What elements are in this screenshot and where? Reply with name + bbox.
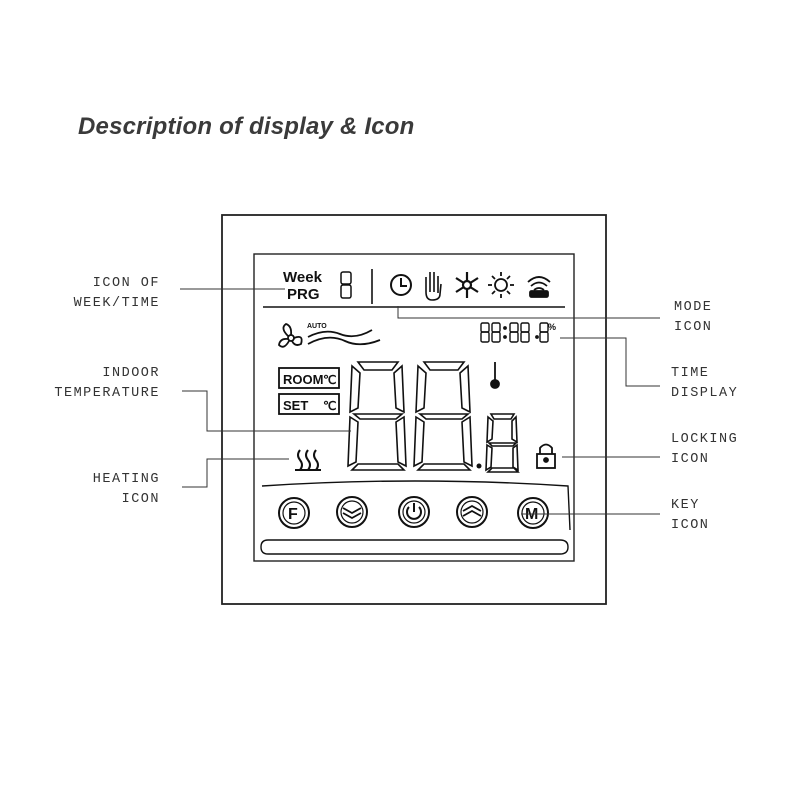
callout-key: KEY ICON xyxy=(671,496,709,536)
hand-icon xyxy=(425,272,442,301)
thermometer-icon xyxy=(490,362,500,389)
m-key[interactable]: M xyxy=(517,497,549,529)
up-key[interactable] xyxy=(456,496,488,528)
leader-lines xyxy=(180,288,660,515)
day-digit xyxy=(340,271,352,299)
callout-key-line1: KEY xyxy=(671,498,700,513)
page-title: Description of display & Icon xyxy=(78,113,415,140)
prg-text: PRG xyxy=(287,286,320,303)
snowflake-icon xyxy=(455,272,479,298)
f-key-label: F xyxy=(288,506,298,523)
set-label: SET xyxy=(283,398,308,413)
auto-label: AUTO xyxy=(307,323,327,330)
key-panel-bottom xyxy=(260,539,569,555)
lock-icon xyxy=(536,443,556,469)
callout-time-line1: TIME xyxy=(671,366,710,381)
callout-locking: LOCKING ICON xyxy=(671,430,738,470)
callout-mode-line2: ICON xyxy=(674,320,713,335)
callout-locking-line2: ICON xyxy=(671,452,710,467)
set-box xyxy=(278,393,340,415)
time-display xyxy=(480,322,549,343)
room-celsius: ℃ xyxy=(323,373,336,387)
percent-sign: % xyxy=(548,322,556,332)
callout-key-line2: ICON xyxy=(671,518,710,533)
chevron-down-icon xyxy=(342,507,362,520)
clock-icon xyxy=(390,274,412,296)
f-key[interactable]: F xyxy=(278,497,310,529)
key-panel-top xyxy=(261,480,571,531)
callout-mode: MODE ICON xyxy=(674,298,712,338)
callout-time-display: TIME DISPLAY xyxy=(671,364,738,404)
airflow-icon xyxy=(307,329,381,346)
down-key[interactable] xyxy=(336,496,368,528)
wifi-icon xyxy=(527,276,551,298)
set-celsius: ℃ xyxy=(323,399,336,413)
room-box xyxy=(278,367,340,389)
heating-icon xyxy=(295,449,321,471)
decimal-point xyxy=(476,463,482,469)
callout-week-time: ICON OF WEEK/TIME xyxy=(30,274,160,314)
callout-heating: HEATING ICON xyxy=(30,470,160,510)
callout-week-time-line1: ICON OF xyxy=(92,276,160,291)
callout-week-time-line2: WEEK/TIME xyxy=(73,296,160,311)
chevron-up-icon xyxy=(462,504,482,517)
callout-mode-line1: MODE xyxy=(674,300,713,315)
room-label: ROOM xyxy=(283,372,323,387)
callout-indoor-temperature: INDOOR TEMPERATURE xyxy=(20,364,160,404)
sun-icon xyxy=(488,272,514,298)
callout-indoor-line1: INDOOR xyxy=(102,366,160,381)
power-key[interactable] xyxy=(398,496,430,528)
temperature-digit-2 xyxy=(413,361,473,471)
week-text: Week xyxy=(283,269,323,286)
callout-heating-line2: ICON xyxy=(121,492,160,507)
temperature-digit-1 xyxy=(347,361,407,471)
callout-heating-line1: HEATING xyxy=(92,472,160,487)
callout-indoor-line2: TEMPERATURE xyxy=(54,386,160,401)
power-icon xyxy=(406,506,422,520)
fan-icon xyxy=(278,323,303,348)
callout-time-line2: DISPLAY xyxy=(671,386,739,401)
temperature-digit-3 xyxy=(485,413,520,473)
callout-locking-line1: LOCKING xyxy=(671,432,739,447)
